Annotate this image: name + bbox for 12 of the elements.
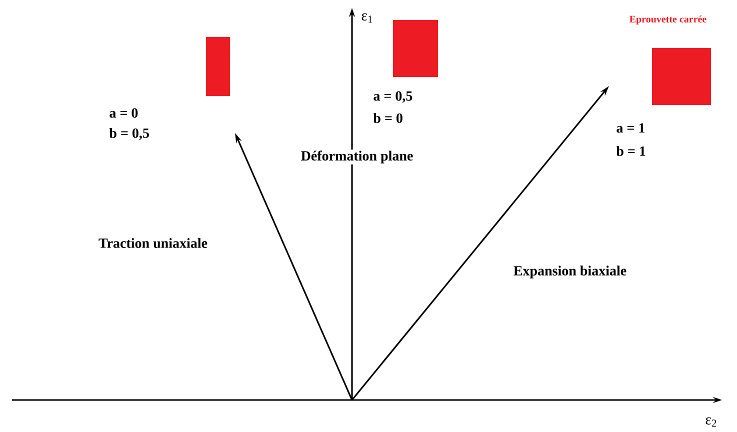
axis-label: ε$_{2}$ — [706, 417, 716, 427]
axis-label: ε$_{1}$ — [362, 13, 372, 23]
mode-label: Déformation plane — [300, 150, 414, 164]
parameter-label: b = 1 — [615, 145, 647, 157]
parameter-label: a = 1 — [615, 122, 646, 134]
parameter-label: b = 0,5 — [108, 127, 150, 141]
parameter-label: b = 0 — [372, 112, 404, 124]
mode-label: Traction uniaxiale — [98, 237, 209, 249]
parameter-label: a = 0 — [108, 107, 140, 119]
parameter-label: a = 0,5 — [372, 90, 414, 104]
title-label: Eprouvette carrée — [630, 15, 706, 25]
mode-label: Expansion biaxiale — [512, 264, 628, 280]
